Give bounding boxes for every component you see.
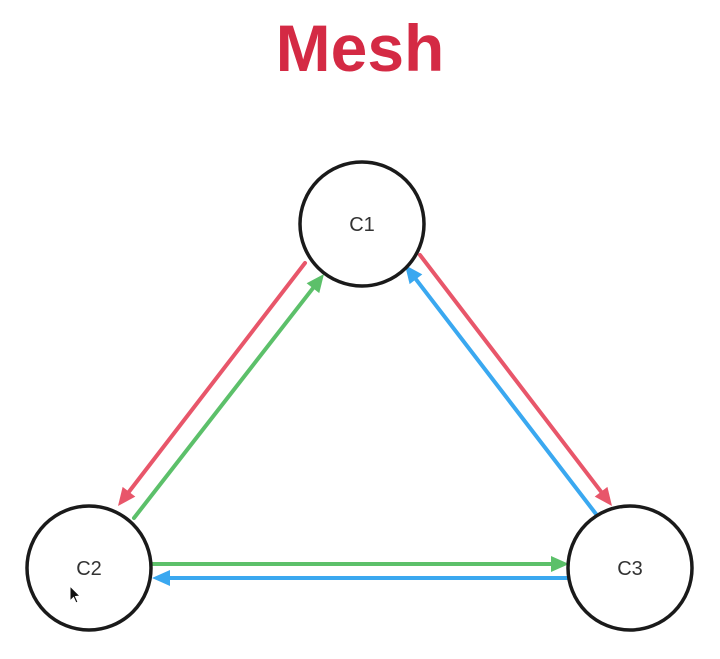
- edge-c3-to-c2: [152, 570, 571, 586]
- node-c1: C1: [298, 160, 426, 288]
- arrowhead-icon: [152, 570, 170, 586]
- edge-c1-to-c3: [418, 253, 612, 506]
- node-label: C3: [617, 558, 643, 580]
- arrowhead-icon: [306, 274, 324, 294]
- edge-line: [413, 277, 598, 516]
- arrowhead-icon: [594, 486, 612, 506]
- node-circle: [566, 504, 694, 632]
- node-label: C1: [349, 214, 375, 236]
- edge-line: [126, 261, 307, 494]
- edge-line: [132, 286, 315, 520]
- edge-c2-to-c1: [132, 274, 324, 520]
- node-circle: [298, 160, 426, 288]
- node-c3: C3: [566, 504, 694, 632]
- edge-c2-to-c3: [150, 556, 569, 572]
- arrowhead-icon: [551, 556, 569, 572]
- mouse-pointer-icon: [69, 584, 82, 604]
- node-label: C2: [76, 558, 102, 580]
- page-title: Mesh: [275, 11, 445, 85]
- edges: [118, 253, 612, 586]
- edge-c3-to-c1: [405, 265, 598, 516]
- arrowhead-icon: [118, 486, 136, 506]
- edge-line: [418, 253, 604, 494]
- node-c2: C2: [25, 504, 153, 632]
- node-circle: [25, 504, 153, 632]
- edge-c1-to-c2: [118, 261, 307, 506]
- arrowhead-icon: [405, 265, 423, 285]
